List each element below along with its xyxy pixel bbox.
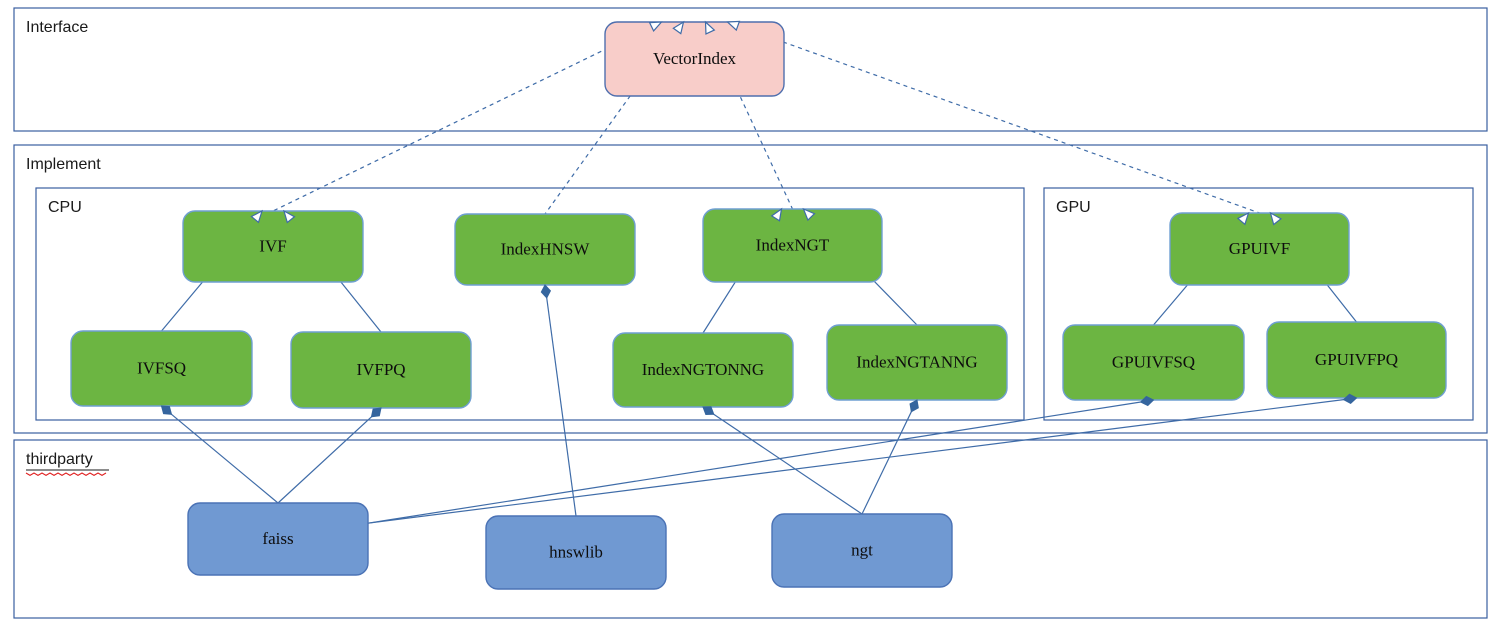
hollow-triangle-marker-indexhnsw-vectorindex <box>672 20 685 35</box>
node-hnswlib[interactable]: hnswlib <box>485 515 667 590</box>
node-label-indexngtonng: IndexNGTONNG <box>642 360 764 379</box>
node-box-ngt[interactable] <box>771 513 953 588</box>
filled-diamond-marker-faiss-ivfsq <box>160 405 173 415</box>
edge-indexhnsw-to-vectorindex <box>544 30 678 215</box>
edge-hnswlib-to-indexhnsw <box>546 296 577 517</box>
hollow-triangle-marker-gpuivf-vectorindex <box>726 20 741 32</box>
edge-ivf-to-vectorindex <box>272 26 652 212</box>
edge-faiss-to-ivfsq <box>170 413 279 504</box>
node-box-ivf[interactable] <box>182 210 364 283</box>
node-indexngt[interactable]: IndexNGT <box>702 208 883 283</box>
node-label-hnswlib: hnswlib <box>549 542 603 561</box>
spellcheck-squiggle-thirdparty <box>25 472 107 477</box>
filled-diamond-marker-hnswlib-indexhnsw <box>540 284 552 299</box>
filled-diamond-marker-ngt-indexngtanng <box>909 399 919 413</box>
edge-ngt-to-indexngtanng <box>861 410 913 515</box>
node-ivfpq[interactable]: IVFPQ <box>290 331 472 409</box>
hollow-triangle-marker-gpuivfsq-gpuivf <box>1236 211 1250 226</box>
group-label-gpu: GPU <box>1056 199 1091 216</box>
hollow-triangle-marker-ivfsq-ivf <box>250 209 263 224</box>
node-box-faiss[interactable] <box>187 502 369 576</box>
edge-ngt-to-indexngtonng <box>712 413 863 515</box>
edge-markers-layer <box>160 20 1358 418</box>
hollow-triangle-marker-indexngt-vectorindex <box>704 20 716 35</box>
node-label-ngt: ngt <box>851 540 873 559</box>
node-box-gpuivf[interactable] <box>1169 212 1350 286</box>
node-indexngtonng[interactable]: IndexNGTONNG <box>612 332 794 408</box>
node-label-gpuivfsq: GPUIVFSQ <box>1112 352 1195 371</box>
node-ivf[interactable]: IVF <box>182 210 364 283</box>
group-label-implement: Implement <box>26 156 101 173</box>
filled-diamond-marker-faiss-ivfpq <box>370 407 382 418</box>
node-label-indexngtanng: IndexNGTANNG <box>856 352 977 371</box>
group-label-thirdparty: thirdparty <box>26 451 93 468</box>
node-indexhnsw[interactable]: IndexHNSW <box>454 213 636 286</box>
group-label-cpu: CPU <box>48 199 82 216</box>
node-label-ivf: IVF <box>259 236 286 255</box>
node-ngt[interactable]: ngt <box>771 513 953 588</box>
node-label-indexngt: IndexNGT <box>756 235 830 254</box>
edge-faiss-to-gpuivfpq <box>367 398 1345 524</box>
node-box-hnswlib[interactable] <box>485 515 667 590</box>
hollow-triangle-marker-ivf-vectorindex <box>648 21 663 33</box>
node-vectorindex[interactable]: VectorIndex <box>604 21 785 97</box>
node-label-gpuivfpq: GPUIVFPQ <box>1315 350 1398 369</box>
filled-diamond-marker-ngt-indexngtonng <box>702 406 715 415</box>
node-indexngtanng[interactable]: IndexNGTANNG <box>826 324 1008 401</box>
node-faiss[interactable]: faiss <box>187 502 369 576</box>
node-label-ivfsq: IVFSQ <box>137 358 186 377</box>
node-label-faiss: faiss <box>262 529 293 548</box>
hollow-triangle-marker-ivfpq-ivf <box>283 209 296 224</box>
node-box-vectorindex[interactable] <box>604 21 785 97</box>
node-label-vectorindex: VectorIndex <box>653 49 737 68</box>
hollow-triangle-marker-indexngtanng-indexngt <box>802 207 816 222</box>
edge-faiss-to-gpuivfsq <box>367 401 1142 524</box>
hollow-triangle-marker-indexngtonng-indexngt <box>770 207 783 222</box>
filled-diamond-marker-faiss-gpuivfpq <box>1342 393 1358 404</box>
node-gpuivf[interactable]: GPUIVF <box>1169 212 1350 286</box>
node-box-indexngt[interactable] <box>702 208 883 283</box>
node-label-gpuivf: GPUIVF <box>1229 239 1290 258</box>
node-gpuivfsq[interactable]: GPUIVFSQ <box>1062 324 1245 401</box>
group-label-interface: Interface <box>26 19 88 36</box>
node-label-ivfpq: IVFPQ <box>356 360 405 379</box>
hollow-triangle-marker-gpuivfpq-gpuivf <box>1269 211 1283 226</box>
filled-diamond-marker-faiss-gpuivfsq <box>1139 395 1155 407</box>
node-label-indexhnsw: IndexHNSW <box>501 239 591 258</box>
node-gpuivfpq[interactable]: GPUIVFPQ <box>1266 321 1447 399</box>
node-ivfsq[interactable]: IVFSQ <box>70 330 253 407</box>
edge-faiss-to-ivfpq <box>277 415 373 504</box>
